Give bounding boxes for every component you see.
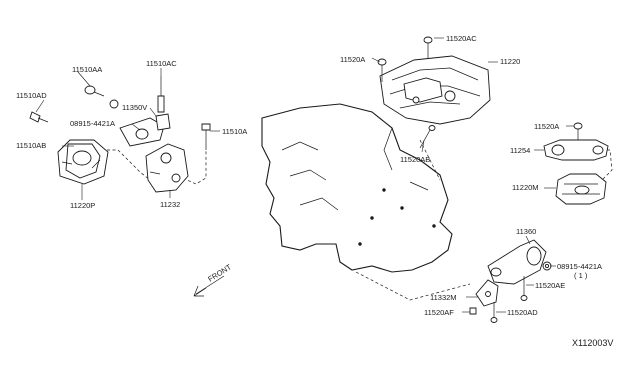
label-11520ae: 11520AE <box>535 281 565 290</box>
left-mount-group <box>29 76 211 193</box>
mount-11220p <box>57 139 109 185</box>
label-11350v: 11350V <box>122 103 147 112</box>
mount-11220 <box>379 55 491 125</box>
bolt-11510ad <box>29 111 49 123</box>
bolt-11510a <box>201 123 211 150</box>
label-11232: 11232 <box>160 200 180 209</box>
label-11254: 11254 <box>510 146 530 155</box>
label-11332m: 11332M <box>430 293 457 302</box>
bracket-11332m <box>475 279 499 307</box>
label-11520a-right: 11520A <box>534 122 559 131</box>
engine-block <box>261 103 453 273</box>
front-arrow-icon <box>193 275 225 297</box>
label-qty: ( 1 ) <box>574 271 588 280</box>
label-11220: 11220 <box>500 57 520 66</box>
label-11510aa: 11510AA <box>72 65 102 74</box>
bracket-11350v <box>119 113 171 147</box>
label-11510ac-top: 11510AC <box>146 59 177 68</box>
torque-rod-11360 <box>487 239 547 285</box>
bolt-11520ac <box>423 36 433 58</box>
label-11220m: 11220M <box>512 183 539 192</box>
label-11510ab: 11510AB <box>16 141 46 150</box>
front-label: FRONT <box>206 262 233 284</box>
washer-08915-right <box>542 261 552 271</box>
diagram-code: X112003V <box>572 338 613 348</box>
label-11220p: 11220P <box>70 201 95 210</box>
label-11510a: 11510A <box>222 127 247 136</box>
label-11510ad: 11510AD <box>16 91 47 100</box>
link-11254 <box>543 139 609 161</box>
label-08915-right: 08915-4421A <box>557 262 602 271</box>
bolt-11520ad <box>490 302 498 323</box>
washer-icon <box>109 99 119 109</box>
bolt-11520ab <box>419 125 436 149</box>
mount-11220m <box>555 173 607 205</box>
bolt-11520ae <box>520 276 528 301</box>
bolt-11520af <box>469 307 477 315</box>
bolt-11510aa <box>84 85 105 97</box>
label-11520af: 11520AF <box>424 308 454 317</box>
bolt-11510ac <box>157 76 165 113</box>
label-11520a-top: 11520A <box>340 55 365 64</box>
label-11520ab: 11520AB <box>400 155 430 164</box>
bolt-11520a-top <box>377 58 387 82</box>
label-11360: 11360 <box>516 227 536 236</box>
label-11520ad: 11520AD <box>507 308 538 317</box>
label-11520ac: 11520AC <box>446 34 477 43</box>
bracket-11232 <box>145 143 189 193</box>
leader-lines <box>35 37 574 313</box>
bolt-11520a-right <box>573 122 583 140</box>
callout-labels: 11510AA 11510AC 11510AD 08915-4421A 1135… <box>16 34 613 348</box>
label-08915-left: 08915-4421A <box>70 119 115 128</box>
